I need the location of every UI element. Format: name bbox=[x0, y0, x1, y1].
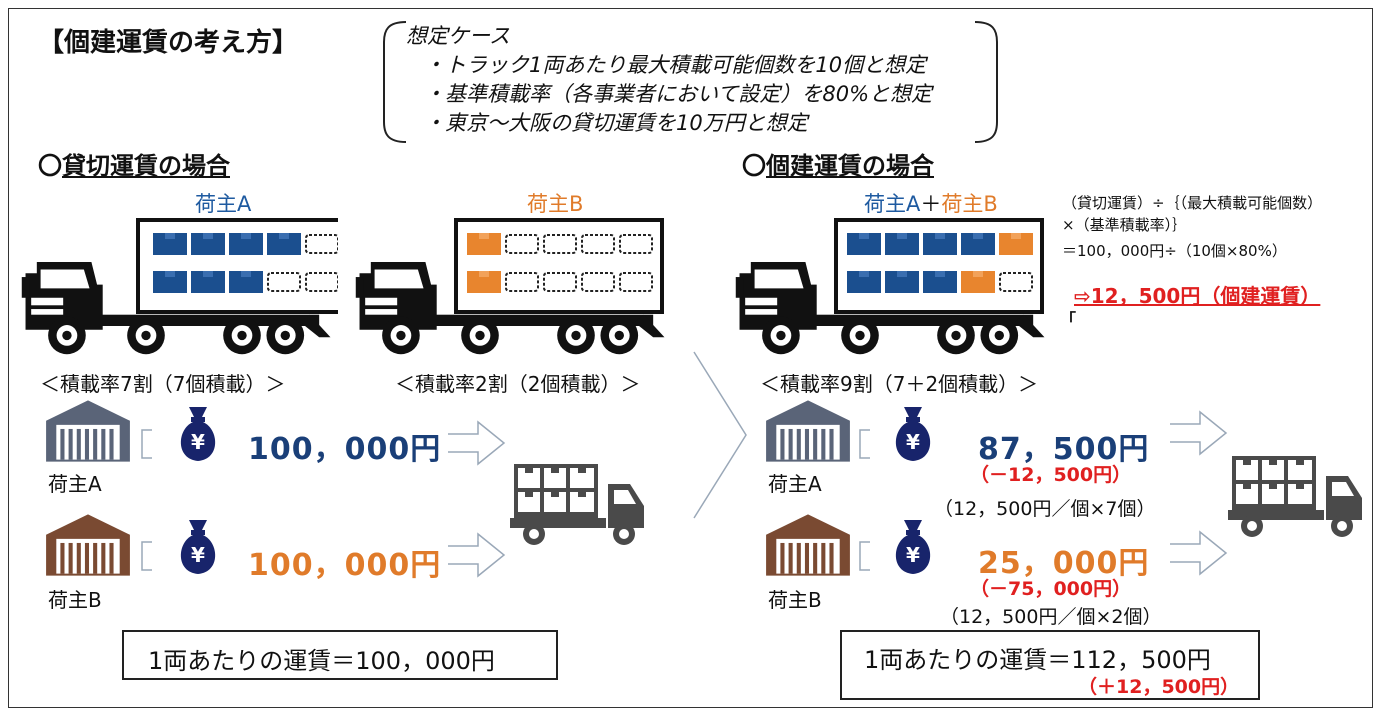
assumption-item-1: ・トラック1両あたり最大積載可能個数を10個と想定 bbox=[424, 53, 927, 77]
bracket-mark bbox=[859, 541, 870, 571]
charter-total: 1両あたりの運賃＝100，000円 bbox=[148, 647, 495, 675]
individual-amount-b: 25，000円 bbox=[978, 546, 1150, 581]
yen-money-bag-icon bbox=[180, 407, 216, 461]
circle-mark: 〇 bbox=[742, 152, 766, 180]
individual-total-diff: （＋12，500円） bbox=[1078, 676, 1240, 698]
bracket-mark bbox=[141, 429, 152, 459]
charter-heading-text: 貸切運賃の場合 bbox=[62, 152, 230, 180]
charter-heading: 〇貸切運賃の場合 bbox=[38, 146, 230, 181]
yen-money-bag-icon bbox=[895, 520, 931, 574]
stray-mark: ｢ bbox=[1068, 310, 1077, 329]
individual-calc-a: （12，500円／個×7個） bbox=[934, 498, 1156, 520]
individual-total: 1両あたりの運賃＝112，500円 bbox=[864, 646, 1211, 674]
truck-a-label: 荷主A bbox=[195, 192, 252, 216]
truck-icon bbox=[352, 218, 672, 358]
bracket-frame bbox=[383, 21, 998, 143]
assumption-item-2: ・基準積載率（各事業者において設定）を80%と想定 bbox=[424, 82, 933, 106]
assumption-item-3: ・東京～大阪の貸切運賃を10万円と想定 bbox=[424, 111, 808, 135]
chevron-right-icon bbox=[693, 351, 747, 519]
truck-icon bbox=[18, 218, 346, 358]
individual-amount-a: 87，500円 bbox=[978, 432, 1150, 467]
assumption-heading: 想定ケース bbox=[406, 24, 510, 48]
right-arrow-icon bbox=[1169, 411, 1227, 455]
assumption-box: 想定ケース ・トラック1両あたり最大積載可能個数を10個と想定 ・基準積載率（各… bbox=[378, 18, 1003, 146]
combined-label-b: 荷主B bbox=[941, 192, 998, 216]
right-arrow-icon bbox=[447, 533, 505, 577]
unit-fare-result: ⇨12，500円（個建運賃） bbox=[1074, 284, 1321, 308]
shipper-a-name: 荷主A bbox=[768, 472, 822, 496]
load-rate-b: ＜積載率2割（2個積載）＞ bbox=[395, 372, 641, 396]
delivery-truck-icon bbox=[1228, 456, 1362, 537]
warehouse-icon bbox=[766, 514, 850, 576]
individual-calc-b: （12，500円／個×2個） bbox=[940, 606, 1162, 628]
bracket-mark bbox=[141, 541, 152, 571]
warehouse-icon bbox=[46, 400, 130, 462]
truck-b-label: 荷主B bbox=[527, 192, 584, 216]
delivery-truck-icon bbox=[510, 464, 644, 545]
right-arrow-icon bbox=[447, 421, 505, 465]
individual-heading: 〇個建運賃の場合 bbox=[742, 146, 934, 181]
warehouse-icon bbox=[46, 514, 130, 576]
circle-mark: 〇 bbox=[38, 152, 62, 180]
truck-icon bbox=[732, 218, 1052, 358]
individual-total-box: 1両あたりの運賃＝112，500円 （＋12，500円） bbox=[840, 630, 1260, 700]
formula-line-1: （貸切運賃）÷｛（最大積載可能個数） bbox=[1062, 194, 1323, 212]
bracket-mark bbox=[859, 429, 870, 459]
load-rate-a: ＜積載率7割（7個積載）＞ bbox=[40, 372, 286, 396]
combined-truck-label: 荷主A＋荷主B bbox=[864, 188, 998, 218]
diagram-frame bbox=[8, 8, 1373, 708]
individual-diff-a: （－12，500円） bbox=[970, 464, 1132, 486]
yen-money-bag-icon bbox=[895, 407, 931, 461]
formula-line-2: ×（基準積載率）｝ bbox=[1062, 216, 1188, 234]
combined-label-a: 荷主A bbox=[864, 192, 921, 216]
shipper-b-name: 荷主B bbox=[48, 588, 102, 612]
shipper-b-name: 荷主B bbox=[768, 588, 822, 612]
yen-money-bag-icon bbox=[180, 520, 216, 574]
charter-amount-b: 100，000円 bbox=[248, 548, 442, 583]
load-rate-combined: ＜積載率9割（7＋2個積載）＞ bbox=[760, 372, 1039, 396]
charter-amount-a: 100，000円 bbox=[248, 432, 442, 467]
warehouse-icon bbox=[766, 400, 850, 462]
individual-heading-text: 個建運賃の場合 bbox=[766, 152, 934, 180]
shipper-a-name: 荷主A bbox=[48, 472, 102, 496]
individual-diff-b: （－75，000円） bbox=[970, 578, 1132, 600]
formula-line-3: ＝100，000円÷（10個×80%） bbox=[1062, 242, 1287, 260]
page-title: 【個建運賃の考え方】 bbox=[38, 28, 299, 58]
charter-total-box: 1両あたりの運賃＝100，000円 bbox=[122, 630, 558, 680]
right-arrow-icon bbox=[1169, 531, 1227, 575]
combined-label-plus: ＋ bbox=[920, 192, 942, 216]
